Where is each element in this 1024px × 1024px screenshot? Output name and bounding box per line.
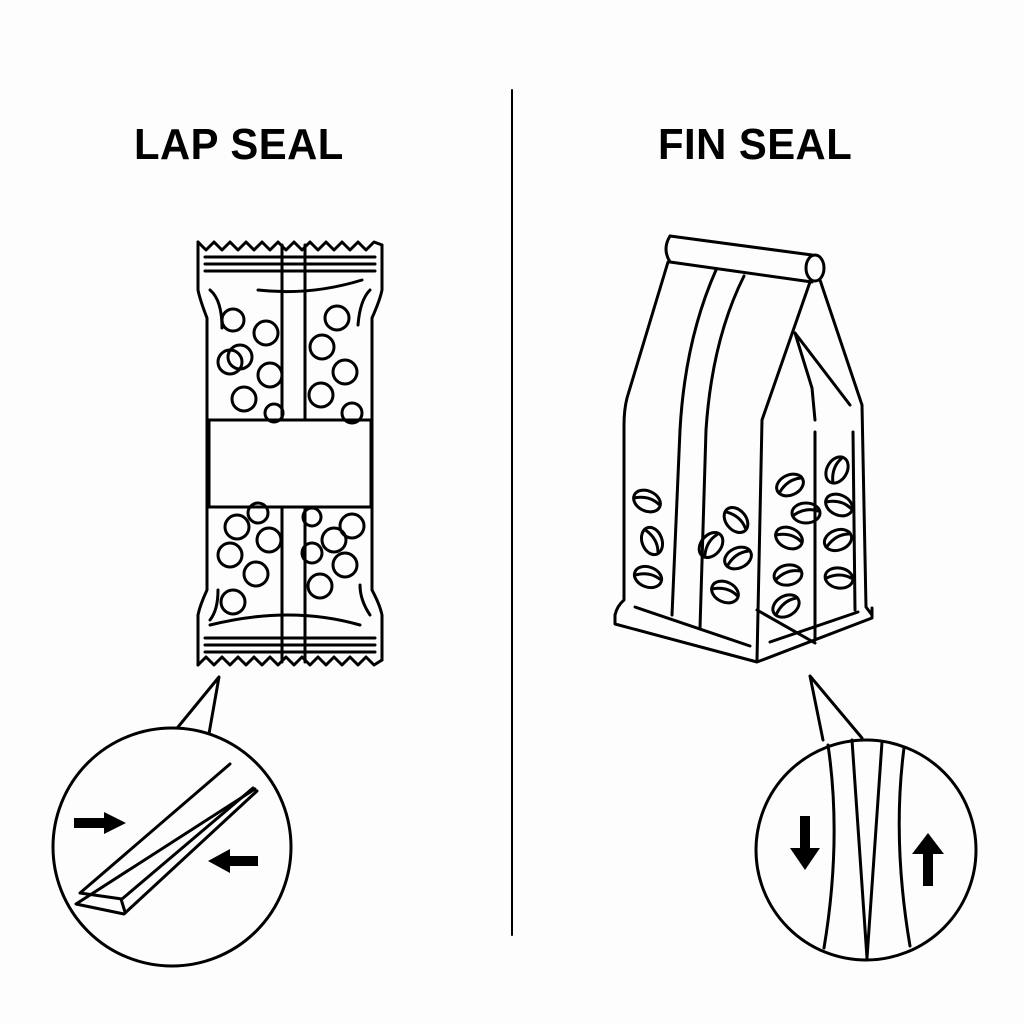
arrow-right-icon — [74, 812, 126, 834]
lap-seal-title: LAP SEAL — [134, 120, 344, 169]
coffee-beans — [632, 455, 855, 619]
fin-seal-title: FIN SEAL — [658, 120, 853, 169]
lap-seal-wrapper — [196, 240, 384, 667]
fin-seal-coffee-bag — [613, 234, 874, 664]
fin-seal-detail-callout — [754, 674, 978, 962]
arrow-left-icon — [208, 849, 258, 873]
arrow-down-icon — [790, 816, 820, 870]
arrow-up-icon — [912, 833, 944, 886]
lap-seal-detail-callout — [51, 675, 293, 968]
